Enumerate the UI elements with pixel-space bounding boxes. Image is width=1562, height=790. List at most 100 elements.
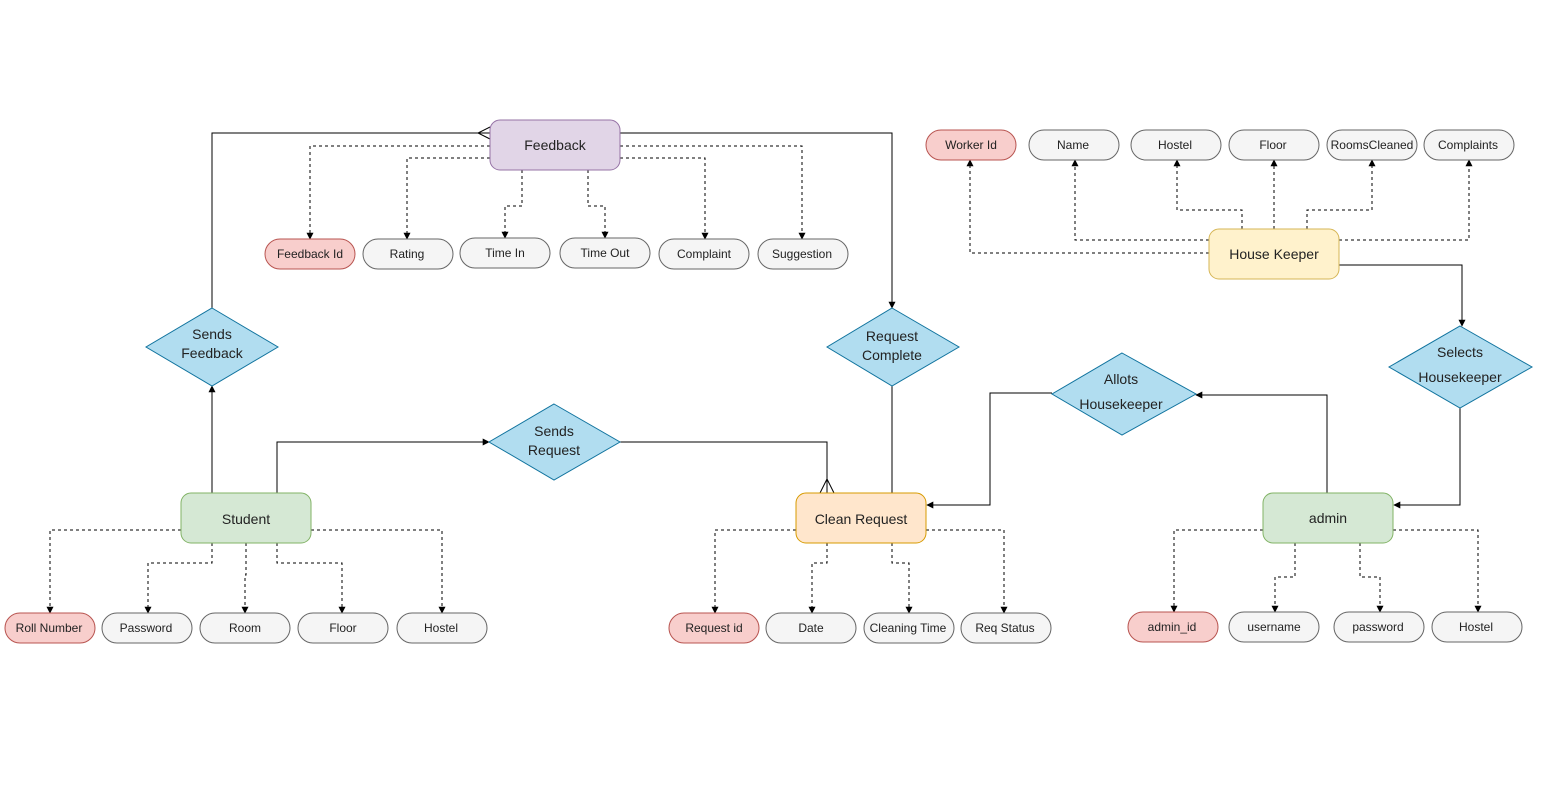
attribute-username[interactable]: username: [1228, 611, 1320, 643]
crowfoot-feedback: [476, 126, 491, 140]
connector-allots-cleanrequest: [926, 392, 1052, 509]
connector-student-sendsrequest: [276, 438, 490, 493]
entity-clean-request[interactable]: Clean Request: [795, 492, 927, 544]
relationship-allots-housekeeper-line2: Housekeeper: [1079, 396, 1163, 412]
relationship-sends-request[interactable]: Sends Request: [488, 403, 622, 481]
attribute-student-floor-label: Floor: [329, 621, 356, 635]
attribute-student-hostel-label: Hostel: [424, 621, 458, 635]
entity-admin-label: admin: [1309, 510, 1347, 526]
connector-admin-allots: [1195, 391, 1328, 493]
connector-student-room: [241, 543, 249, 614]
attribute-room[interactable]: Room: [199, 612, 291, 644]
attribute-worker-id-label: Worker Id: [945, 138, 997, 152]
attribute-suggestion[interactable]: Suggestion: [757, 238, 849, 270]
relationship-sends-feedback[interactable]: Sends Feedback: [145, 307, 279, 387]
entity-student-label: Student: [222, 511, 270, 527]
connector-feedback-timein: [501, 170, 523, 239]
connector-keeper-selects: [1339, 264, 1466, 327]
relationship-sends-feedback-line1: Sends: [192, 326, 232, 342]
attribute-admin-hostel-label: Hostel: [1459, 620, 1493, 634]
relationship-sends-feedback-line2: Feedback: [181, 345, 243, 361]
attribute-admin-id-label: admin_id: [1148, 620, 1197, 634]
attribute-time-in[interactable]: Time In: [459, 237, 551, 269]
relationship-allots-housekeeper-line1: Allots: [1104, 371, 1138, 387]
attribute-admin-password[interactable]: password: [1333, 611, 1425, 643]
entity-feedback[interactable]: Feedback: [489, 119, 621, 171]
attribute-rooms-cleaned-label: RoomsCleaned: [1331, 138, 1414, 152]
connector-admin-password: [1359, 543, 1384, 613]
attribute-complaint[interactable]: Complaint: [658, 238, 750, 270]
attribute-roll-number[interactable]: Roll Number: [4, 612, 96, 644]
attribute-username-label: username: [1247, 620, 1301, 634]
connector-student-hostel: [311, 529, 446, 614]
attribute-complaints[interactable]: Complaints: [1423, 129, 1515, 161]
entity-house-keeper-label: House Keeper: [1229, 246, 1319, 262]
connector-sendsfeedback-feedback: [211, 132, 490, 308]
entity-house-keeper[interactable]: House Keeper: [1208, 228, 1340, 280]
attribute-name-label: Name: [1057, 138, 1089, 152]
attribute-suggestion-label: Suggestion: [772, 247, 832, 261]
connector-clean-cleaningtime: [891, 543, 913, 614]
attribute-room-label: Room: [229, 621, 261, 635]
entity-admin[interactable]: admin: [1262, 492, 1394, 544]
connector-student-password: [144, 543, 213, 614]
relationship-sends-request-line1: Sends: [534, 423, 574, 439]
attribute-password[interactable]: Password: [101, 612, 193, 644]
connector-admin-username: [1271, 543, 1296, 613]
connector-feedback-timeout: [587, 170, 609, 239]
entity-feedback-label: Feedback: [524, 137, 586, 153]
attribute-worker-id[interactable]: Worker Id: [925, 129, 1017, 161]
attribute-time-out[interactable]: Time Out: [559, 237, 651, 269]
attribute-feedback-id[interactable]: Feedback Id: [264, 238, 356, 270]
connector-feedback-suggestion: [620, 145, 806, 240]
attribute-student-floor[interactable]: Floor: [297, 612, 389, 644]
attribute-req-status[interactable]: Req Status: [960, 612, 1052, 644]
relationship-request-complete[interactable]: Request Complete: [826, 307, 960, 387]
attribute-student-hostel[interactable]: Hostel: [396, 612, 488, 644]
entity-clean-request-label: Clean Request: [815, 511, 908, 527]
attribute-cleaning-time[interactable]: Cleaning Time: [863, 612, 955, 644]
connector-feedback-requestcomplete: [620, 132, 896, 309]
attribute-request-id[interactable]: Request id: [668, 612, 760, 644]
attribute-rating[interactable]: Rating: [362, 238, 454, 270]
attribute-admin-hostel[interactable]: Hostel: [1431, 611, 1523, 643]
attribute-admin-password-label: password: [1352, 620, 1403, 634]
attribute-rating-label: Rating: [390, 247, 425, 261]
relationship-allots-housekeeper[interactable]: Allots Housekeeper: [1051, 352, 1198, 436]
attribute-keeper-hostel[interactable]: Hostel: [1130, 129, 1222, 161]
entity-student[interactable]: Student: [180, 492, 312, 544]
connector-student-rollnumber: [46, 529, 181, 614]
attribute-admin-id[interactable]: admin_id: [1127, 611, 1219, 643]
connector-feedback-feedbackid: [306, 145, 490, 240]
connector-keeper-workerid: [966, 159, 1209, 254]
attribute-req-status-label: Req Status: [975, 621, 1034, 635]
attribute-rooms-cleaned[interactable]: RoomsCleaned: [1326, 129, 1418, 161]
connector-keeper-complaints: [1339, 159, 1473, 241]
relationship-request-complete-line2: Complete: [862, 347, 922, 363]
attribute-name[interactable]: Name: [1028, 129, 1120, 161]
relationship-sends-request-line2: Request: [528, 442, 580, 458]
connector-clean-date: [808, 543, 828, 614]
attribute-keeper-hostel-label: Hostel: [1158, 138, 1192, 152]
attribute-feedback-id-label: Feedback Id: [277, 247, 343, 261]
connector-sendsrequest-cleanrequest: [620, 441, 828, 493]
connector-keeper-hostel: [1173, 159, 1243, 229]
attribute-keeper-floor-label: Floor: [1259, 138, 1286, 152]
attribute-password-label: Password: [120, 621, 173, 635]
attribute-date[interactable]: Date: [765, 612, 857, 644]
attribute-connectors: [46, 145, 1482, 614]
connector-admin-adminid: [1170, 529, 1263, 613]
connector-keeper-name: [1071, 159, 1209, 241]
attribute-keeper-floor[interactable]: Floor: [1228, 129, 1320, 161]
attribute-date-label: Date: [798, 621, 824, 635]
relationship-request-complete-line1: Request: [866, 328, 918, 344]
connector-clean-requestid: [711, 529, 796, 614]
relationship-selects-housekeeper-line2: Housekeeper: [1418, 369, 1502, 385]
relationship-selects-housekeeper[interactable]: Selects Housekeeper: [1388, 325, 1534, 409]
connector-feedback-complaint: [620, 157, 709, 240]
attribute-request-id-label: Request id: [685, 621, 742, 635]
connector-keeper-roomscleaned: [1306, 159, 1376, 229]
attribute-roll-number-label: Roll Number: [16, 621, 83, 635]
attribute-cleaning-time-label: Cleaning Time: [870, 621, 947, 635]
